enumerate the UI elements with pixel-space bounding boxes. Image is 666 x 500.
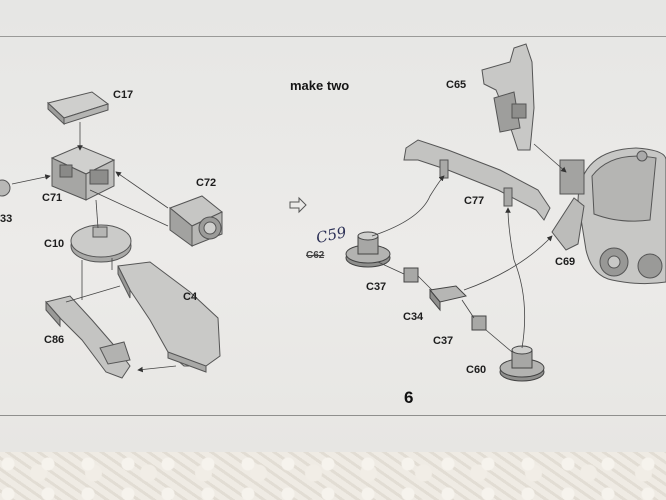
label-c69: C69 [555, 256, 576, 268]
part-c37-upper [345, 231, 391, 268]
label-c37-lower: C37 [433, 335, 454, 347]
outline-arrow-icon [289, 196, 307, 214]
part-c10 [70, 224, 132, 263]
part-c69-assembly [551, 147, 666, 285]
label-c86: C86 [44, 334, 65, 346]
label-c71: C71 [42, 192, 63, 204]
label-c33: 33 [0, 213, 13, 225]
part-c4 [117, 261, 221, 373]
label-c62-crossed-out: C62 [306, 250, 325, 261]
part-c65 [481, 43, 535, 151]
label-c4: C4 [183, 291, 198, 303]
part-c17 [46, 91, 110, 126]
part-c77 [403, 139, 551, 221]
label-c34: C34 [403, 311, 424, 323]
part-c60 [499, 345, 545, 382]
step-number: 6 [404, 388, 414, 407]
part-c86 [45, 295, 131, 379]
background-fabric [0, 452, 666, 500]
bottom-rule [0, 415, 666, 416]
label-c72: C72 [196, 177, 217, 189]
label-c17: C17 [113, 89, 134, 101]
left-guide-lines [11, 122, 177, 373]
label-c60: C60 [466, 364, 487, 376]
make-two-label: make two [290, 78, 350, 93]
part-c34 [403, 267, 487, 331]
right-guide-lines [371, 143, 567, 353]
assembly-diagram [0, 43, 666, 382]
instruction-sheet: make two C17 C71 33 C72 C10 C4 C86 C65 C… [0, 0, 666, 452]
label-c10: C10 [44, 238, 65, 250]
part-c33 [0, 179, 11, 197]
part-c72 [169, 195, 223, 247]
label-c65: C65 [446, 79, 467, 91]
part-c71 [50, 145, 116, 201]
label-c37-upper: C37 [366, 281, 387, 293]
top-rule [0, 36, 666, 37]
label-c77: C77 [464, 195, 485, 207]
